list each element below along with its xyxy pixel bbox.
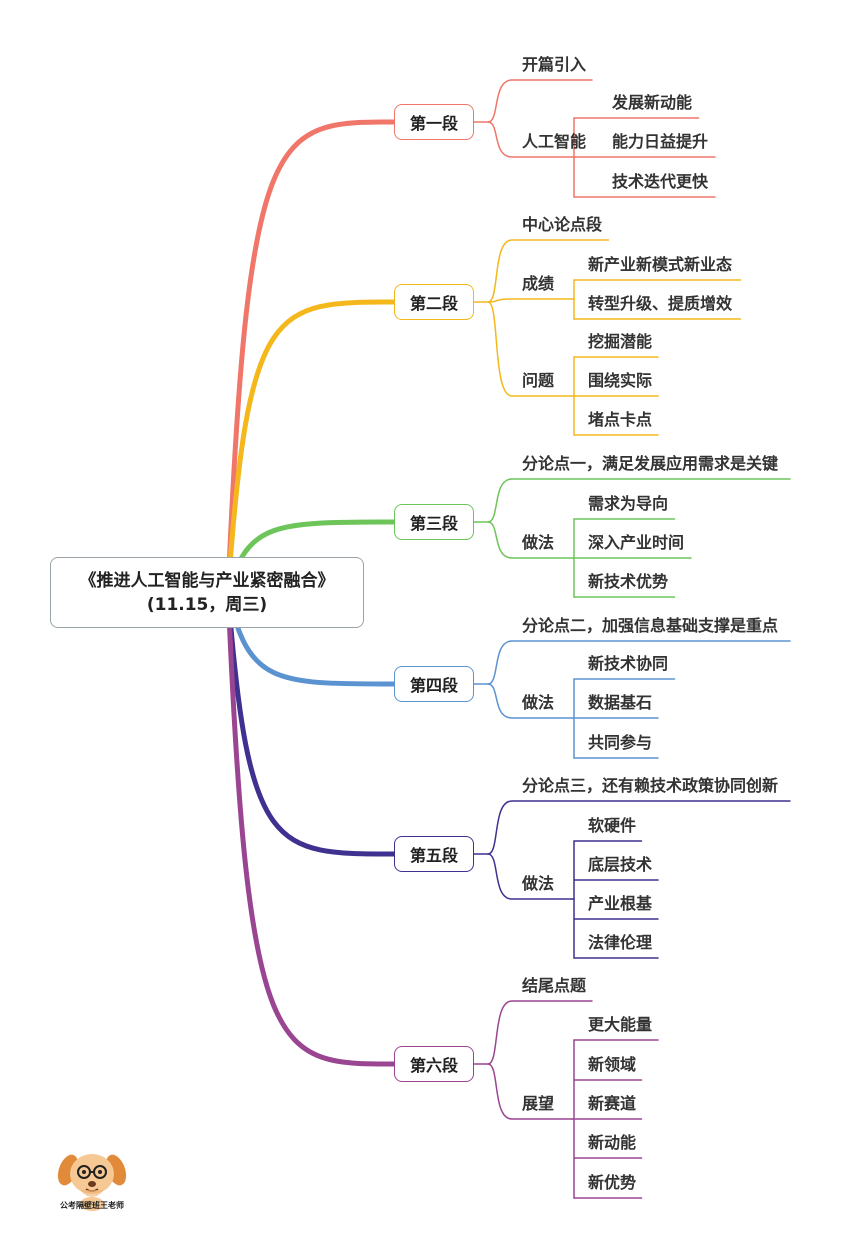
branch-connector <box>487 853 573 900</box>
child-label: 新技术协同 <box>588 654 669 673</box>
central-subtitle: (11.15，周三) <box>146 594 268 615</box>
section-node: 第一段 <box>394 104 474 140</box>
child-label: 需求为导向 <box>588 494 669 513</box>
branch-label: 展望 <box>522 1094 555 1113</box>
child-label: 新领域 <box>588 1055 637 1074</box>
cartoon-dog-icon <box>57 1154 127 1211</box>
child-label: 底层技术 <box>588 855 653 874</box>
branch-connector <box>487 640 791 685</box>
section-node: 第三段 <box>394 504 474 540</box>
branch-label: 做法 <box>522 533 555 552</box>
child-label: 转型升级、提质增效 <box>588 294 733 313</box>
child-label: 新动能 <box>588 1133 637 1152</box>
child-label: 新产业新模式新业态 <box>588 255 733 274</box>
branch-connector <box>487 121 573 158</box>
child-label: 发展新动能 <box>612 93 693 112</box>
branch-connector <box>487 239 610 303</box>
child-label: 技术迭代更快 <box>612 172 709 191</box>
branch-connector <box>487 800 791 855</box>
central-title: 《推进人工智能与产业紧密融合》 <box>79 570 335 591</box>
branch-connector <box>487 298 573 303</box>
section-connector <box>225 119 397 595</box>
branch-label: 成绩 <box>522 274 555 293</box>
branch-label: 中心论点段 <box>522 215 603 234</box>
child-label: 产业根基 <box>588 894 653 913</box>
branch-connector <box>487 683 573 719</box>
section-connector <box>225 299 397 595</box>
section-node: 第四段 <box>394 666 474 702</box>
branch-connector <box>487 301 573 397</box>
child-label: 深入产业时间 <box>588 533 685 552</box>
branch-connector <box>487 1063 573 1120</box>
logo-caption: 公考隔壁班王老师 <box>60 1201 124 1210</box>
section-node: 第六段 <box>394 1046 474 1082</box>
section-connector <box>225 589 397 857</box>
branch-label: 开篇引入 <box>522 55 587 74</box>
branch-label: 做法 <box>522 874 555 893</box>
child-label: 新优势 <box>588 1173 637 1192</box>
child-label: 法律伦理 <box>588 933 653 952</box>
branch-connector <box>487 1000 593 1065</box>
section-connector <box>225 589 397 1067</box>
child-label: 共同参与 <box>588 733 653 752</box>
child-label: 挖掘潜能 <box>588 332 653 351</box>
branch-connector <box>487 478 791 523</box>
branch-label: 分论点三，还有赖技术政策协同创新 <box>522 776 779 795</box>
branch-label: 分论点二，加强信息基础支撑是重点 <box>522 616 779 635</box>
child-label: 堵点卡点 <box>588 410 653 429</box>
branch-connector <box>487 521 573 559</box>
section-node: 第五段 <box>394 836 474 872</box>
branch-label: 分论点一，满足发展应用需求是关键 <box>522 454 779 473</box>
child-label: 围绕实际 <box>588 371 653 390</box>
branch-label: 人工智能 <box>522 132 587 151</box>
branch-label: 问题 <box>522 371 555 390</box>
section-node: 第二段 <box>394 284 474 320</box>
child-label: 新技术优势 <box>588 572 669 591</box>
child-label: 能力日益提升 <box>612 132 709 151</box>
branch-label: 结尾点题 <box>522 976 587 995</box>
child-label: 新赛道 <box>588 1094 637 1113</box>
child-label: 软硬件 <box>588 816 637 835</box>
central-topic: 《推进人工智能与产业紧密融合》 (11.15，周三) <box>50 557 364 628</box>
branch-connector <box>487 79 593 123</box>
child-label: 数据基石 <box>588 693 653 712</box>
branch-label: 做法 <box>522 693 555 712</box>
child-label: 更大能量 <box>588 1015 653 1034</box>
